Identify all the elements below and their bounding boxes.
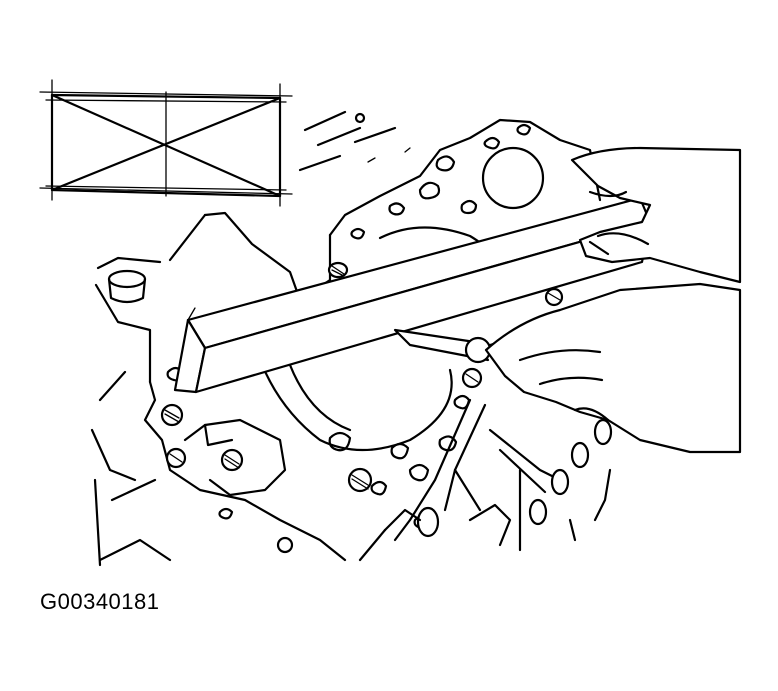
hand-upper [570, 146, 742, 284]
straightedge-tool [173, 196, 652, 394]
figure-id-label: G00340181 [40, 589, 160, 614]
measurement-pattern-inset [39, 79, 293, 207]
bolt-holes [160, 287, 564, 554]
hand-lower [484, 282, 742, 454]
